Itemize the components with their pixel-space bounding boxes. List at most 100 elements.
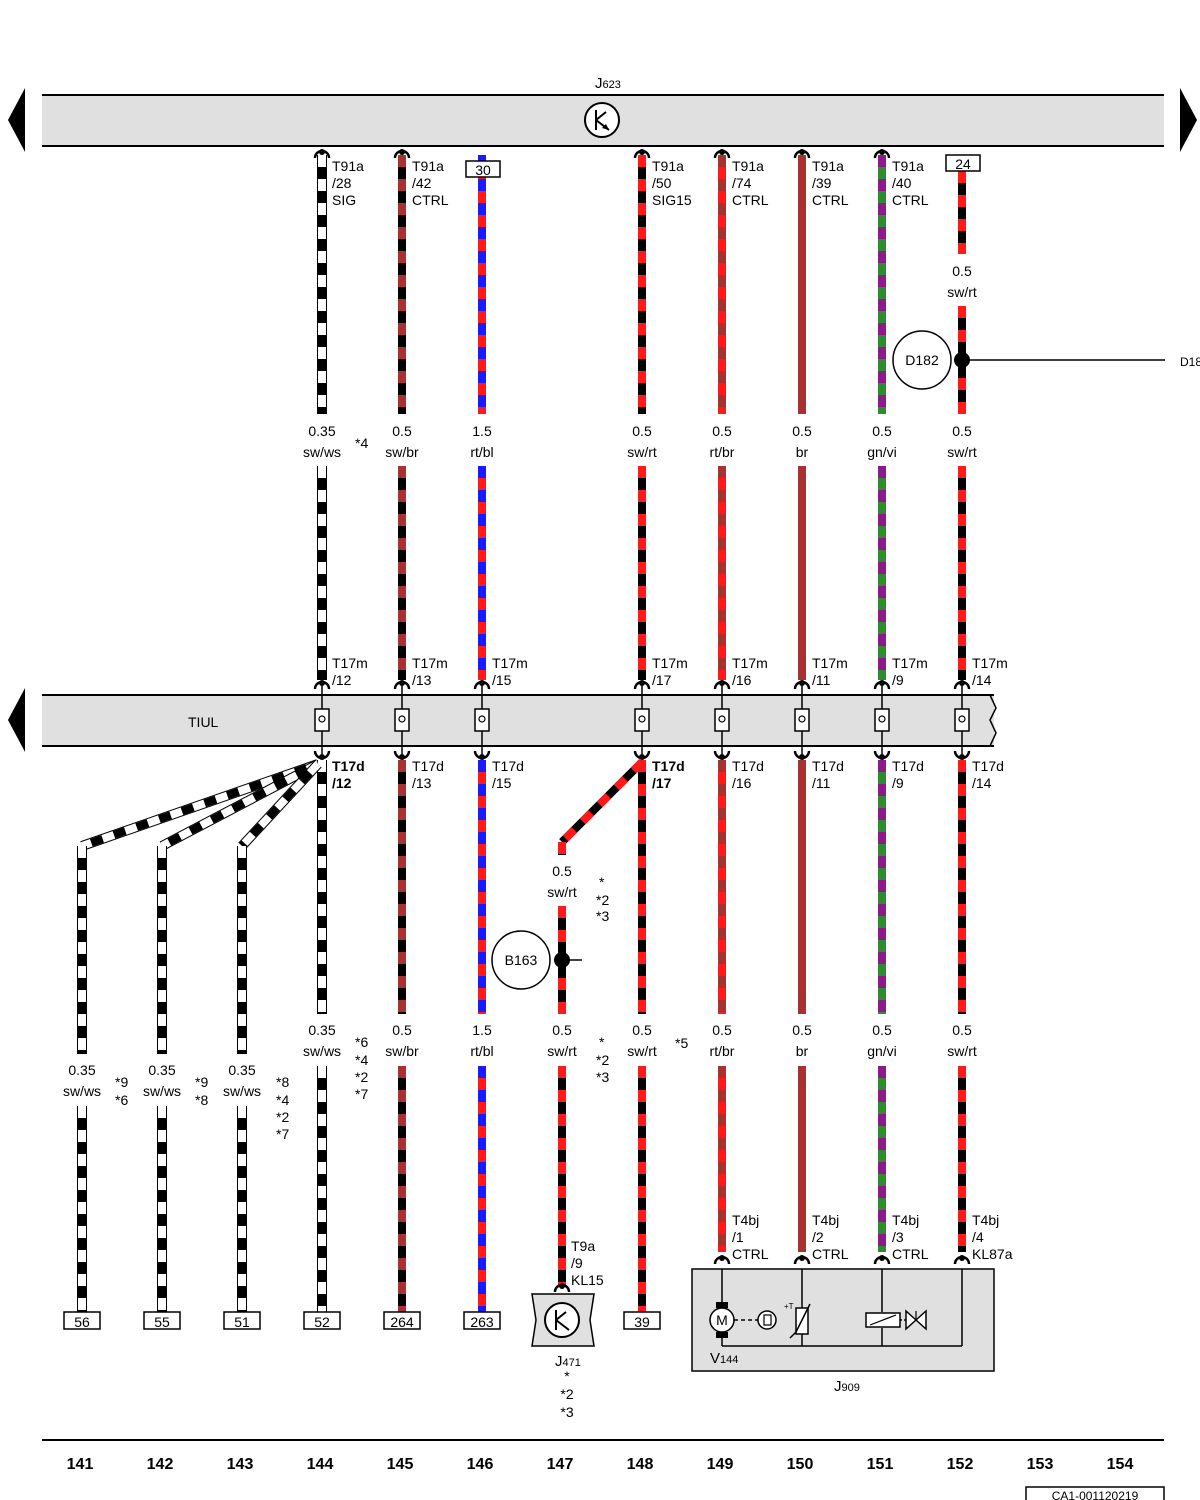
t17d-148: T17d/17: [652, 758, 685, 791]
pin-t9a-147: [553, 1283, 571, 1293]
column-number-149: 149: [707, 1456, 734, 1473]
color-151-upper: gn/vi: [867, 444, 897, 460]
tiul-passthrough-148: [634, 686, 650, 754]
connectors-layer: [313, 149, 971, 1293]
wire-142-drop: [157, 846, 167, 1054]
color-152-upper: sw/rt: [947, 444, 977, 460]
notes-141: *9*6: [115, 1074, 128, 1108]
pin-j623-145: [393, 149, 411, 159]
j471-notes: **2*3: [560, 1368, 573, 1420]
wire-142-branch: [159, 759, 321, 851]
t17m-149: T17m/16: [732, 655, 768, 688]
tiul-passthrough-152: [954, 686, 970, 754]
terminal-263: 263: [470, 1314, 494, 1330]
pin-t4bj-151: [873, 1255, 891, 1265]
t17d-149: T17d/16: [732, 758, 764, 791]
column-number-148: 148: [627, 1456, 654, 1473]
lower-gauge-labels: 0.35 sw/ws *9*6 0.35 sw/ws *9*8 0.35 sw/…: [63, 1022, 977, 1142]
wire-143-drop: [237, 846, 247, 1054]
notes-144-lower: *6*4*2*7: [355, 1034, 368, 1102]
tiul-bar: TIUL: [42, 694, 997, 747]
j623-control-unit: J623: [42, 75, 1164, 147]
t17d-152: T17d/14: [972, 758, 1004, 791]
thermistor-icon: +T: [784, 1302, 811, 1339]
column-number-146: 146: [467, 1456, 494, 1473]
j471-ecu-icon: [544, 1302, 580, 1338]
gauge-145-lower: 0.5: [392, 1022, 412, 1038]
wire-147-upper: 0.5 sw/rt **2*3: [547, 863, 609, 924]
page-right-arrow[interactable]: [1180, 88, 1197, 152]
color-144-lower: sw/ws: [303, 1043, 341, 1059]
pin-t17m-148: [633, 680, 651, 690]
wire-144-lower-a: [317, 760, 327, 1014]
upper-gauge-labels: 0.35 sw/ws *4 0.5 sw/br 1.5 rt/bl 0.5 sw…: [303, 263, 977, 460]
gauge-151-upper: 0.5: [872, 423, 892, 439]
tiul-left-arrow[interactable]: [8, 688, 25, 752]
color-144-upper: sw/ws: [303, 444, 341, 460]
pin-t17m-146: [473, 680, 491, 690]
color-150-upper: br: [796, 444, 809, 460]
gauge-148-lower: 0.5: [632, 1022, 652, 1038]
gauge-151-lower: 0.5: [872, 1022, 892, 1038]
t17d-labels: T17d/12 T17d/13 T17d/15 T17d/17 T17d/16 …: [332, 758, 1004, 791]
t17m-146: T17m/15: [492, 655, 528, 688]
tiul-passthrough-146: [474, 686, 490, 754]
terminal-30: 30: [475, 162, 491, 178]
tiul-passthrough-149: [714, 686, 730, 754]
gauge-143: 0.35: [228, 1062, 255, 1078]
color-147-upper: sw/rt: [547, 884, 577, 900]
notes-147-upper: **2*3: [596, 874, 609, 924]
bottom-terminals: 56 55 51 52 264 263 39: [63, 1311, 661, 1330]
splice-d182: D182 D18: [892, 330, 1200, 390]
pin-t17m-144: [313, 680, 331, 690]
terminal-264: 264: [390, 1314, 414, 1330]
svg-text:M: M: [716, 1312, 728, 1328]
pin-t17m-145: [393, 680, 411, 690]
color-147-lower: sw/rt: [547, 1043, 577, 1059]
color-143: sw/ws: [223, 1083, 261, 1099]
color-152-top: sw/rt: [947, 284, 977, 300]
gauge-152-upper: 0.5: [952, 423, 972, 439]
d18-ref: D18: [1180, 355, 1200, 369]
gauge-152-lower: 0.5: [952, 1022, 972, 1038]
color-145-lower: sw/br: [385, 1043, 419, 1059]
wire-143-branch: [238, 760, 322, 850]
color-150-lower: br: [796, 1043, 809, 1059]
gauge-144-upper: 0.35: [308, 423, 335, 439]
column-number-142: 142: [147, 1456, 174, 1473]
t17m-150: T17m/11: [812, 655, 848, 688]
j623-label: J623: [595, 75, 621, 92]
wire-144-mid: [317, 466, 327, 680]
color-141: sw/ws: [63, 1083, 101, 1099]
tiul-label: TIUL: [188, 714, 219, 730]
gauge-142: 0.35: [148, 1062, 175, 1078]
t17m-144: T17m/12: [332, 655, 368, 688]
color-148-lower: sw/rt: [627, 1043, 657, 1059]
t17d-150: T17d/11: [812, 758, 844, 791]
terminal-51: 51: [234, 1314, 250, 1330]
wire-141-drop: [77, 846, 87, 1054]
gauge-147-upper: 0.5: [552, 863, 572, 879]
pin-t4bj-152: [953, 1255, 971, 1265]
gauge-148-upper: 0.5: [632, 423, 652, 439]
column-number-150: 150: [787, 1456, 814, 1473]
gauge-144-lower: 0.35: [308, 1022, 335, 1038]
color-145-upper: sw/br: [385, 444, 419, 460]
terminal-24: 24: [955, 156, 971, 172]
gauge-150-lower: 0.5: [792, 1022, 812, 1038]
page-left-arrow[interactable]: [8, 88, 25, 152]
j909-label: J909: [834, 1378, 860, 1395]
wire-144-top: [317, 155, 327, 414]
pin-j623-148: [633, 149, 651, 159]
column-number-154: 154: [1107, 1456, 1134, 1473]
pin-t17d-152: [953, 750, 971, 760]
color-152-lower: sw/rt: [947, 1043, 977, 1059]
